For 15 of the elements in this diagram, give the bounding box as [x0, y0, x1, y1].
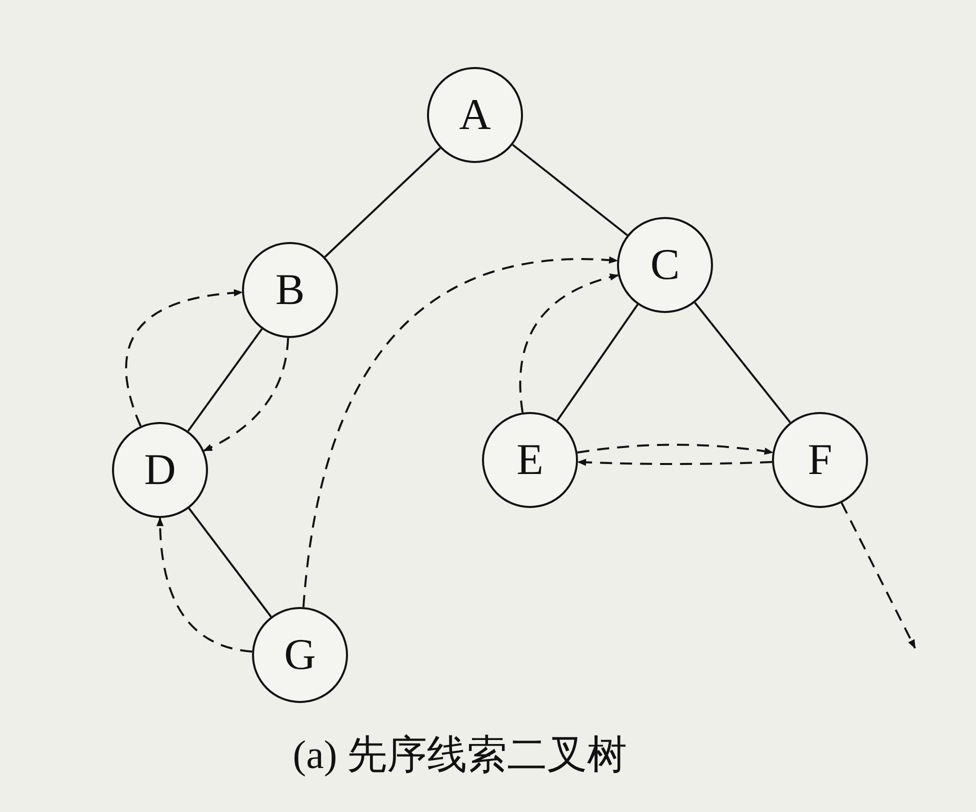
thread-arrow: [577, 458, 772, 466]
thread-arrow: [519, 274, 619, 413]
tree-edge: [694, 302, 791, 424]
thread-arrow: [840, 502, 916, 649]
tree-edge: [188, 508, 272, 618]
thread-arrow: [203, 338, 290, 452]
tree-edge: [556, 304, 638, 422]
thread-arrow: [125, 289, 243, 426]
thread-arrow: [156, 517, 252, 653]
thread-arrow: [577, 444, 774, 455]
tree-edge: [512, 144, 628, 236]
tree-edge: [324, 147, 441, 258]
thread-arrow: [302, 256, 618, 608]
tree-edge: [187, 328, 263, 432]
caption: (a) 先序线索二叉树: [292, 731, 628, 779]
